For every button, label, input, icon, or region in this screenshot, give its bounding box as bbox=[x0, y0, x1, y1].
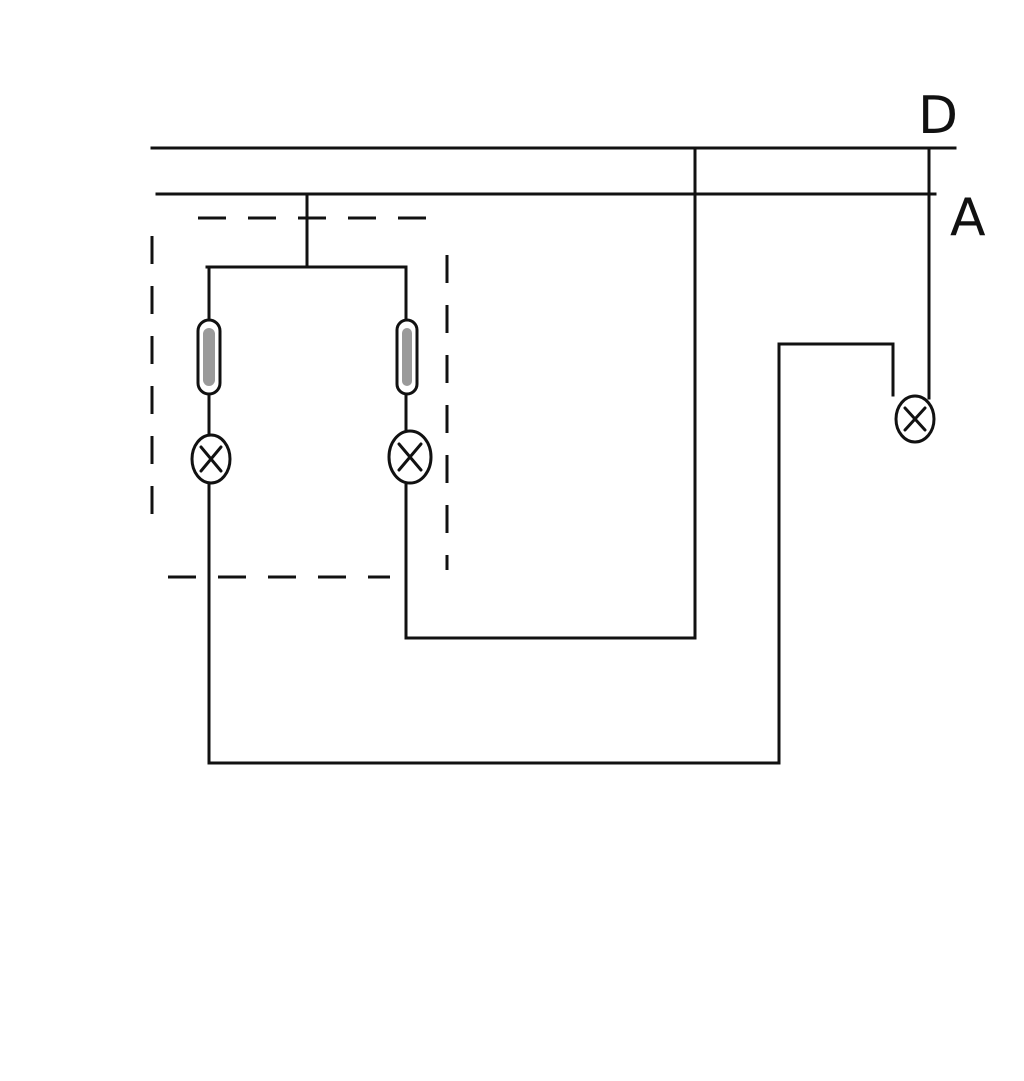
fuse-left bbox=[196, 318, 222, 396]
dashed-enclosure bbox=[150, 216, 449, 579]
right-return-wire bbox=[404, 146, 697, 640]
label-a: A bbox=[950, 188, 986, 248]
lamp-left-icon bbox=[190, 433, 232, 485]
lamp-right-icon bbox=[387, 429, 433, 485]
label-d: D bbox=[918, 86, 958, 146]
fuse-right bbox=[395, 318, 419, 396]
left-return-wire bbox=[207, 342, 895, 765]
lamp-external-icon bbox=[894, 394, 936, 444]
